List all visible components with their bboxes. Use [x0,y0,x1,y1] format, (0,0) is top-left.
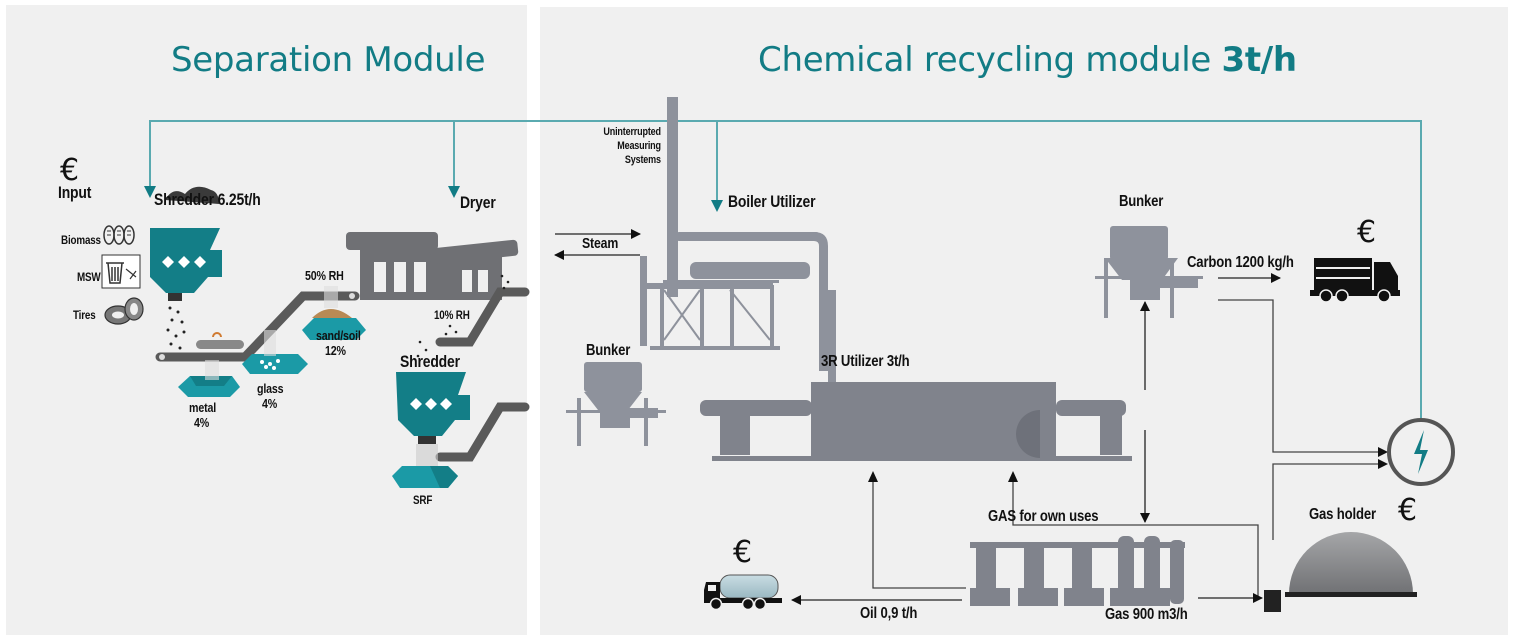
metal-share: 4% [194,415,210,430]
dryer-output-conveyor [435,287,530,347]
arrow-to-shredder [144,186,156,198]
oil-tanker-truck-icon [704,574,782,611]
sand-soil-container [302,286,366,340]
srf-container [392,466,458,488]
oil-revenue-euro-icon: € [733,535,753,570]
carbon-revenue-euro-icon: € [1357,215,1377,250]
power-distribution-line [149,120,1422,418]
boiler-utilizer-machine [640,232,828,371]
bunker-left-label: Bunker [586,342,631,359]
bunker-left-machine [566,362,666,446]
gas-holder-dome [1285,532,1417,597]
dryer-label: Dryer [460,193,496,212]
glass-label: glass [257,381,284,396]
power-input-arrowheads [1378,447,1388,469]
srf-label: SRF [413,493,433,507]
magnet-conveyor [196,332,244,349]
exhaust-stack [667,97,678,297]
3r-utilizer-machine [700,290,1132,461]
shredded-material-particles [166,306,186,350]
gas-valve-box [1264,590,1281,612]
chemical-module-capacity: 3t/h [1221,40,1297,80]
dryer-machine [346,232,519,300]
steam-arrows [554,229,641,260]
boiler-utilizer-label: Boiler Utilizer [728,192,816,211]
input-label: Input [58,183,92,202]
separation-module-panel [6,5,527,635]
srf-shredder-label: Shredder [400,352,460,371]
measuring-line-3: Systems [624,154,661,166]
measuring-systems-label: Uninterrupted Measuring Systems [592,125,661,167]
gas-own-use-line [872,475,1259,598]
carbon-power-line [1218,299,1386,540]
steam-label: Steam [582,235,619,252]
srf-shredder-machine [396,372,470,466]
carbon-truck-icon [1310,258,1400,303]
arrow-to-boiler [711,200,723,212]
gas-output-label: Gas 900 m3/h [1105,606,1188,623]
bunker-right-label: Bunker [1119,193,1164,210]
dried-material-particles [416,274,510,358]
humidity-10-label: 10% RH [434,308,470,322]
gas-return-arrowheads [868,471,1018,482]
biomass-label: Biomass [61,233,101,247]
measuring-line-1: Uninterrupted [603,126,661,138]
shredder-machine [150,186,222,301]
separation-module-title: Separation Module [171,40,486,80]
power-generator-icon [1387,418,1455,486]
shredder-label: Shredder 6.25t/h [154,190,261,209]
conveyor-rollers [159,293,355,360]
input-cost-euro-icon: € [60,153,80,188]
chemical-module-title-text: Chemical recycling module [758,40,1222,80]
gas-holder-label: Gas holder [1309,506,1376,523]
msw-label: MSW [77,270,101,284]
measuring-line-2: Measuring [617,140,661,152]
metal-label: metal [189,400,217,415]
msw-trash-icon [101,254,141,289]
carbon-output-label: Carbon 1200 kg/h [1187,254,1294,271]
biomass-icon [103,225,135,245]
sand-soil-share: 12% [325,343,346,358]
3r-utilizer-label: 3R Utilizer 3t/h [821,353,910,370]
condensation-unit-machine [970,536,1185,606]
arrow-to-dryer [448,186,460,198]
chemical-module-title: Chemical recycling module 3t/h [758,40,1297,80]
gas-revenue-euro-icon: € [1398,493,1418,528]
srf-conveyor [435,402,530,462]
humidity-50-label: 50% RH [305,268,344,283]
gas-own-use-label: GAS for own uses [988,508,1099,525]
metal-container [178,360,240,397]
bunker-right-machine [1095,226,1203,318]
power-arrowheads [144,186,723,212]
tires-icon [104,297,144,325]
glass-share: 4% [262,396,278,411]
glass-container [242,330,308,374]
oil-output-label: Oil 0,9 t/h [860,605,918,622]
tires-label: Tires [73,308,96,322]
sand-soil-label: sand/soil [316,328,361,343]
